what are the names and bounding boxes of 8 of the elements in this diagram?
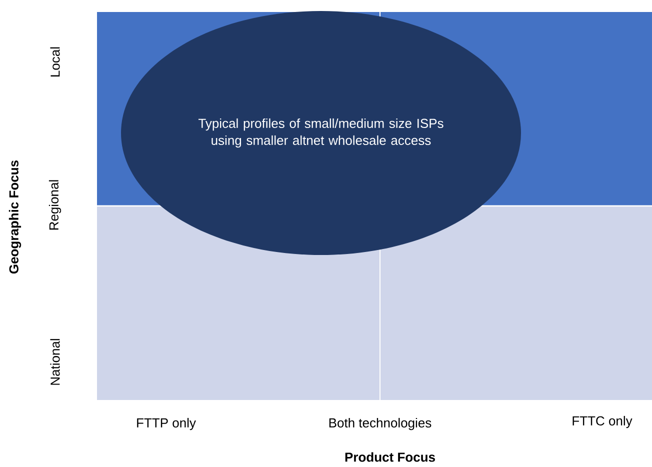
axis-category-label: Local [50,47,60,76]
axis-title: Product Focus [345,452,435,462]
axis-category-label: National [50,339,60,385]
axis-category-label: FTTC only [572,416,632,428]
axis-category-label: Regional [48,180,62,230]
axis-title: Geographic Focus [8,160,22,274]
axis-category-label: FTTP only [137,418,196,430]
axis-category-label: Both technologies [329,418,432,430]
